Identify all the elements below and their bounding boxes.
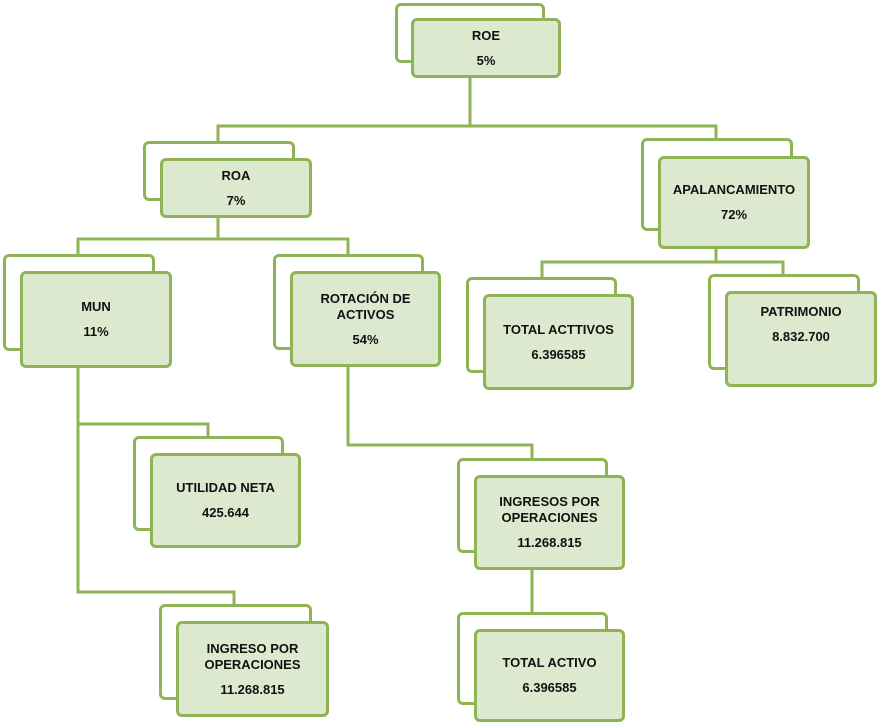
- node-label: TOTAL ACTIVO: [502, 655, 597, 670]
- node-label: PATRIMONIO: [760, 304, 842, 319]
- connector-roe-roa: [216, 78, 472, 146]
- node-box: APALANCAMIENTO 72%: [658, 156, 810, 249]
- connector-mun-utilidad: [76, 368, 210, 438]
- node-label: INGRESOS POR OPERACIONES: [499, 494, 600, 525]
- node-box: UTILIDAD NETA 425.644: [150, 453, 301, 548]
- node-total-acttivos: TOTAL ACTTIVOS 6.396585: [466, 277, 634, 390]
- node-box: PATRIMONIO 8.832.700: [725, 291, 877, 387]
- node-box: MUN 11%: [20, 271, 172, 368]
- node-box: ROE 5%: [411, 18, 561, 78]
- node-ingresos-por-operaciones: INGRESOS POR OPERACIONES 11.268.815: [457, 458, 625, 570]
- node-box: TOTAL ACTTIVOS 6.396585: [483, 294, 634, 390]
- node-value: 6.396585: [522, 680, 577, 695]
- node-box: INGRESOS POR OPERACIONES 11.268.815: [474, 475, 625, 570]
- connector-rotacion-ingresos: [346, 366, 534, 460]
- node-value: 11%: [83, 324, 109, 339]
- node-box: TOTAL ACTIVO 6.396585: [474, 629, 625, 722]
- node-patrimonio: PATRIMONIO 8.832.700: [708, 274, 877, 387]
- connector-mun-ingreso: [76, 424, 236, 606]
- node-total-activo: TOTAL ACTIVO 6.396585: [457, 612, 625, 722]
- node-label: UTILIDAD NETA: [176, 480, 275, 495]
- node-value: 11.268.815: [220, 681, 285, 697]
- node-value: 7%: [226, 192, 246, 208]
- connector-roe-apalancamiento: [470, 124, 718, 142]
- node-value: 54%: [352, 331, 379, 347]
- node-roe: ROE 5%: [395, 3, 561, 78]
- node-label: ROTACIÓN DE ACTIVOS: [320, 290, 411, 322]
- connector-apal-total: [540, 248, 718, 280]
- node-roa: ROA 7%: [143, 141, 312, 218]
- node-label: ROE: [471, 27, 501, 43]
- node-value: 8.832.700: [772, 329, 830, 344]
- node-label: APALANCAMIENTO: [672, 182, 796, 197]
- node-box: INGRESO POR OPERACIONES 11.268.815: [176, 621, 329, 717]
- node-rotacion-activos: ROTACIÓN DE ACTIVOS 54%: [273, 254, 441, 367]
- node-value: 72%: [720, 207, 748, 222]
- node-value: 6.396585: [531, 346, 586, 362]
- node-utilidad-neta: UTILIDAD NETA 425.644: [133, 436, 301, 548]
- node-mun: MUN 11%: [3, 254, 172, 368]
- node-label: INGRESO POR OPERACIONES: [204, 640, 301, 672]
- node-label: MUN: [81, 299, 111, 314]
- node-box: ROTACIÓN DE ACTIVOS 54%: [290, 271, 441, 367]
- node-label: ROA: [221, 167, 251, 183]
- connector-apal-patrimonio: [716, 260, 785, 276]
- node-ingreso-por-operaciones: INGRESO POR OPERACIONES 11.268.815: [159, 604, 329, 717]
- connector-roa-mun: [76, 218, 220, 256]
- connector-roa-rotacion: [218, 237, 350, 256]
- node-value: 5%: [476, 52, 496, 68]
- node-label: TOTAL ACTTIVOS: [503, 321, 614, 337]
- node-value: 425.644: [202, 505, 249, 520]
- node-apalancamiento: APALANCAMIENTO 72%: [641, 138, 810, 249]
- node-value: 11.268.815: [517, 535, 582, 550]
- node-box: ROA 7%: [160, 158, 312, 218]
